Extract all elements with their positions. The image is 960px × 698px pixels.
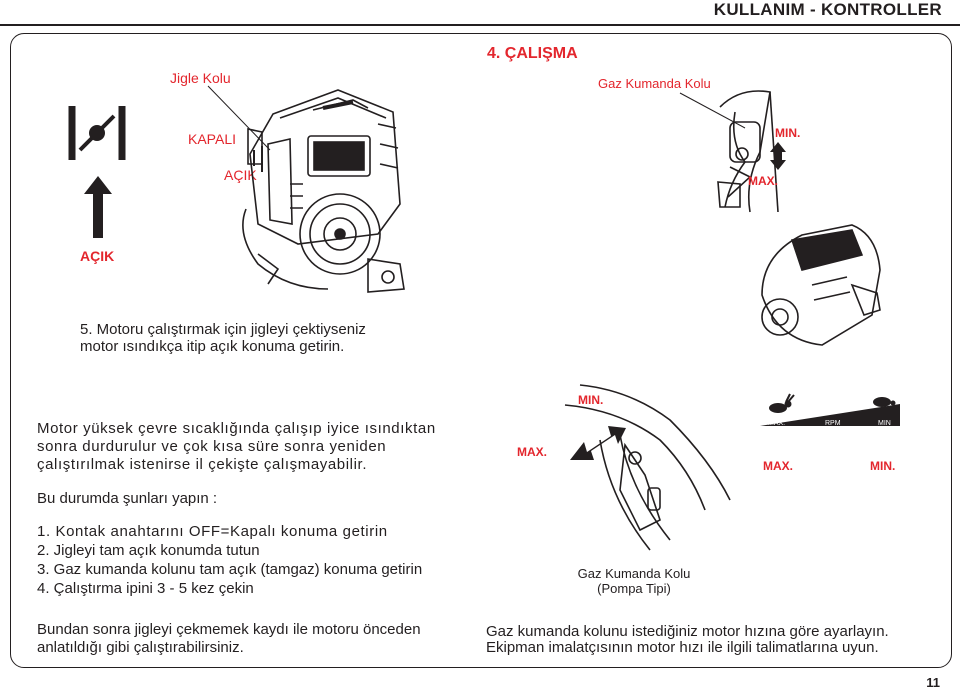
step-item: 1. Kontak anahtarını OFF=Kapalı konuma g… xyxy=(37,523,388,540)
speed-scale-graphic xyxy=(760,393,900,426)
header-rule xyxy=(0,24,960,26)
pump-throttle-illustration xyxy=(564,384,731,551)
hot-restart-line1: Motor yüksek çevre sıcaklığında çalışıp … xyxy=(37,420,436,437)
throttle-min-label: MIN. xyxy=(775,126,801,140)
engine-rear-illustration xyxy=(761,224,881,346)
step5-line1: 5. Motoru çalıştırmak için jigleyi çekti… xyxy=(80,321,366,338)
step-item: 2. Jigleyi tam açık konumda tutun xyxy=(37,542,260,559)
choke-callout-label: Jigle Kolu xyxy=(170,70,231,86)
hot-restart-line3: çalıştırılmak istenirse il çekişte çalış… xyxy=(37,456,368,473)
scale-max-label: MAX. xyxy=(763,459,793,473)
footer-note-line2: Ekipman imalatçısının motor hızı ile ilg… xyxy=(486,639,879,656)
scale-min-label: MIN. xyxy=(870,459,896,473)
steps-intro: Bu durumda şunları yapın : xyxy=(37,490,218,507)
page-number: 11 xyxy=(926,675,940,690)
steps-outro-line2: anlatıldığı gibi çalıştırabilirsiniz. xyxy=(37,639,244,656)
choke-closed-label: KAPALI xyxy=(188,131,236,147)
footer-note-line1: Gaz kumanda kolunu istediğiniz motor hız… xyxy=(486,623,889,640)
scale-min-small: MIN xyxy=(878,420,891,427)
content-panel xyxy=(10,33,952,668)
section-title: 4. ÇALIŞMA xyxy=(487,45,578,62)
choke-open-big-label: AÇIK xyxy=(80,248,115,264)
scale-max-small: MAX. xyxy=(768,420,786,427)
step-item: 4. Çalıştırma ipini 3 - 5 kez çekin xyxy=(37,580,254,597)
pump-caption-line2: (Pompa Tipi) xyxy=(597,581,671,596)
step5-line2: motor ısındıkça itip açık konuma getirin… xyxy=(80,338,345,355)
choke-lever-marks xyxy=(253,146,263,172)
choke-open-label: AÇIK xyxy=(224,167,257,183)
throttle-callout-label: Gaz Kumanda Kolu xyxy=(598,76,711,91)
throttle-handle-illustration xyxy=(717,90,786,213)
page-header-title: KULLANIM - KONTROLLER xyxy=(713,0,942,19)
pump-caption-line1: Gaz Kumanda Kolu xyxy=(577,566,691,581)
throttle-max-label: MAX. xyxy=(748,174,778,188)
step-item: 3. Gaz kumanda kolunu tam açık (tamgaz) … xyxy=(37,561,423,578)
pump-min-label: MIN. xyxy=(578,393,604,407)
scale-rpm-small: RPM xyxy=(825,420,841,427)
pump-max-label: MAX. xyxy=(517,445,547,459)
hot-restart-line2: sonra durdurulur ve çok kısa süre sonra … xyxy=(37,438,387,455)
steps-outro-line1: Bundan sonra jigleyi çekmemek kaydı ile … xyxy=(37,621,421,638)
choke-symbol-icon xyxy=(68,106,126,160)
up-arrow-icon xyxy=(84,176,112,238)
